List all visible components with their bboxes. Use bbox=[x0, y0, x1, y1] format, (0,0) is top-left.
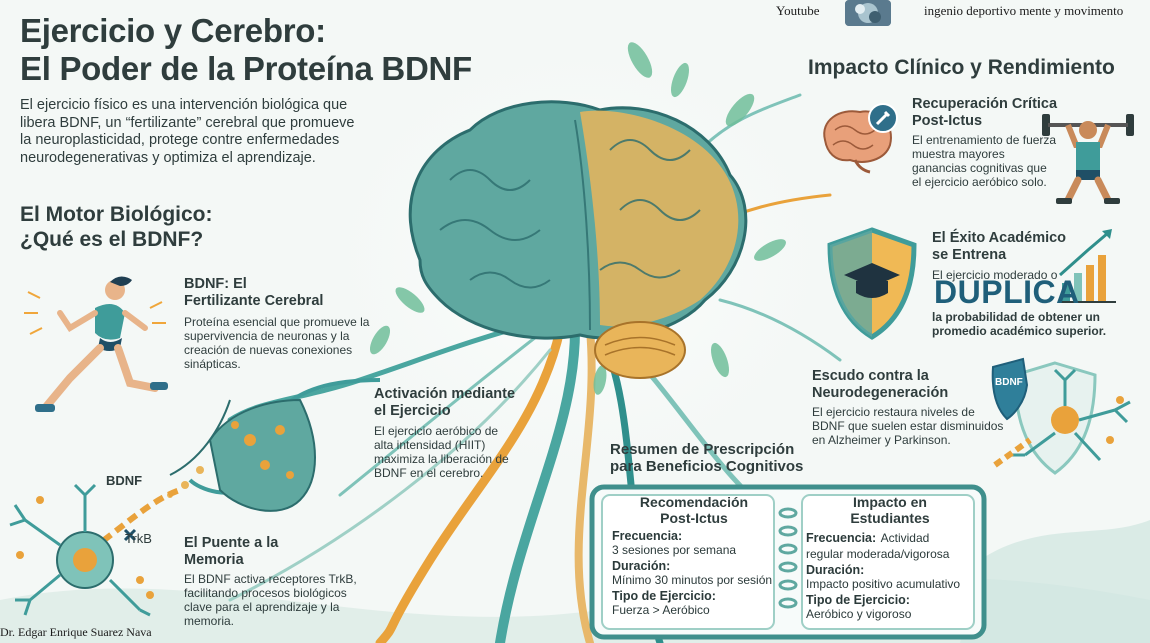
card-activacion: Activación mediante el Ejercicio El ejer… bbox=[374, 386, 544, 480]
clinical-brain-illustration bbox=[823, 103, 898, 174]
right-tipo-key: Tipo de Ejercicio: bbox=[806, 593, 910, 607]
puente-text: facilitando procesos biológicos bbox=[184, 586, 347, 600]
intro-paragraph: El ejercicio físico es una intervención … bbox=[20, 97, 380, 167]
resumen-title-line2: para Beneficios Cognitivos bbox=[610, 458, 804, 475]
right-frecuencia-key: Frecuencia: bbox=[806, 531, 877, 545]
puente-text: clave para el aprendizaje y la bbox=[184, 600, 340, 614]
page-title-line2: El Poder de la Proteína BDNF bbox=[20, 50, 472, 87]
right-frecuencia-value-2: regular moderada/vigorosa bbox=[806, 547, 950, 561]
section-heading-impacto: Impacto Clínico y Rendimiento bbox=[808, 56, 1115, 79]
left-duracion-key: Duración: bbox=[612, 559, 671, 573]
fertilizante-title-line1: BDNF: El bbox=[184, 276, 247, 292]
trkb-label: TrkB bbox=[125, 531, 152, 546]
card-escudo: Escudo contra la Neurodegeneración El ej… bbox=[812, 368, 1012, 447]
section-heading-motor: El Motor Biológico: ¿Qué es el BDNF? bbox=[20, 202, 212, 252]
recuperacion-title-line1: Recuperación Crítica bbox=[912, 96, 1058, 112]
runner-illustration bbox=[24, 276, 168, 412]
puente-title-line1: El Puente a la bbox=[184, 535, 279, 551]
activacion-text: alta intensidad (HIIT) bbox=[374, 438, 486, 452]
activacion-text: El ejercicio aeróbico de bbox=[374, 424, 499, 438]
left-tipo-key: Tipo de Ejercicio: bbox=[612, 589, 716, 603]
activacion-title-line1: Activación mediante bbox=[374, 386, 516, 402]
right-frecuencia-row: Frecuencia: Actividad bbox=[806, 529, 974, 547]
intro-line: neurodegenerativas y optimiza el aprendi… bbox=[20, 149, 316, 166]
left-duracion-value: Mínimo 30 minutos por sesión bbox=[612, 573, 773, 587]
recuperacion-text: El entrenamiento de fuerza bbox=[912, 133, 1057, 147]
escudo-title-line2: Neurodegeneración bbox=[812, 385, 949, 401]
academico-text: promedio académico superior. bbox=[932, 324, 1107, 338]
duplica-highlight: DUPLICA bbox=[934, 274, 1080, 310]
fertilizante-text: sinápticas. bbox=[184, 357, 241, 371]
page-title-line1: Ejercicio y Cerebro: bbox=[20, 12, 326, 49]
right-duracion-key: Duración: bbox=[806, 563, 865, 577]
right-page-title-line1: Impacto en bbox=[853, 494, 927, 510]
recuperacion-title-line2: Post-Ictus bbox=[912, 113, 983, 129]
intro-line: El ejercicio físico es una intervención … bbox=[20, 97, 348, 113]
academico-title-line2: se Entrena bbox=[932, 247, 1007, 263]
fertilizante-text: Proteína esencial que promueve la bbox=[184, 315, 370, 329]
card-puente: El Puente a la Memoria El BDNF activa re… bbox=[184, 535, 384, 628]
resumen-heading: Resumen de Prescripción para Beneficios … bbox=[610, 441, 803, 475]
recuperacion-text: el ejercicio aeróbico solo. bbox=[912, 175, 1047, 189]
right-duracion-value: Impacto positivo acumulativo bbox=[806, 577, 961, 591]
recuperacion-text: muestra mayores bbox=[912, 147, 1005, 161]
escudo-text: BDNF que suelen estar disminuidos bbox=[812, 419, 1004, 433]
activacion-text: maximiza la liberación de bbox=[374, 452, 509, 466]
right-page-title-line2: Estudiantes bbox=[850, 510, 930, 526]
academico-footer: la probabilidad de obtener un promedio a… bbox=[932, 310, 1132, 338]
academico-title-line1: El Éxito Académico bbox=[932, 230, 1067, 246]
motor-heading-line1: El Motor Biológico: bbox=[20, 203, 213, 226]
channel-name[interactable]: ingenio deportivo mente y movimento bbox=[924, 3, 1124, 18]
escudo-title-line1: Escudo contra la bbox=[812, 368, 929, 384]
academico-text: El ejercicio moderado o bbox=[932, 268, 1058, 282]
author-credit: Dr. Edgar Enrique Suarez Nava bbox=[0, 625, 152, 639]
weightlifter-illustration bbox=[1042, 114, 1134, 204]
avatar-image-icon bbox=[845, 0, 891, 26]
card-academico: El Éxito Académico se Entrena El ejercic… bbox=[932, 230, 1132, 282]
escudo-text: en Alzheimer y Parkinson. bbox=[812, 433, 951, 447]
synapse-illustration bbox=[9, 378, 380, 617]
activacion-text: BDNF en el cerebro. bbox=[374, 466, 484, 480]
academico-text: la probabilidad de obtener un bbox=[932, 310, 1101, 324]
resumen-left-page: Recomendación Post-Ictus Frecuencia: 3 s… bbox=[612, 494, 776, 617]
left-tipo-value: Fuerza > Aeróbico bbox=[612, 603, 710, 617]
channel-avatar[interactable] bbox=[845, 0, 891, 26]
right-frecuencia-value: Actividad bbox=[880, 531, 930, 545]
card-recuperacion: Recuperación Crítica Post-Ictus El entre… bbox=[912, 96, 1072, 189]
recuperacion-text: ganancias cognitivas que bbox=[912, 161, 1047, 175]
activacion-title-line2: el Ejercicio bbox=[374, 403, 451, 419]
card-fertilizante: BDNF: El Fertilizante Cerebral Proteína … bbox=[184, 276, 384, 371]
resumen-right-page: Impacto en Estudiantes Frecuencia: Activ… bbox=[806, 494, 974, 621]
left-frecuencia-key: Frecuencia: bbox=[612, 529, 683, 543]
fertilizante-text: supervivencia de neuronas y la bbox=[184, 329, 350, 343]
puente-text: memoria. bbox=[184, 614, 235, 628]
intro-line: libera BDNF, un “fertilizante” cerebral … bbox=[20, 114, 355, 131]
motor-heading-line2: ¿Qué es el BDNF? bbox=[20, 228, 204, 251]
right-tipo-value: Aeróbico y vigoroso bbox=[806, 607, 912, 621]
prescription-book-frame bbox=[589, 484, 987, 640]
fertilizante-text: creación de nuevas conexiones bbox=[184, 343, 353, 357]
graduation-shield-icon bbox=[827, 227, 917, 340]
shield-bdnf-label: BDNF bbox=[995, 377, 1023, 388]
youtube-label[interactable]: Youtube bbox=[776, 3, 820, 18]
bdnf-label: BDNF bbox=[106, 473, 143, 488]
resumen-title-line1: Resumen de Prescripción bbox=[610, 441, 795, 458]
left-page-title-line2: Post-Ictus bbox=[660, 510, 728, 526]
left-page-title-line1: Recomendación bbox=[639, 494, 749, 510]
neuron-shield-illustration bbox=[991, 357, 1131, 475]
growth-chart-icon bbox=[1058, 229, 1116, 303]
puente-title-line2: Memoria bbox=[184, 552, 244, 568]
escudo-text: El ejercicio restaura niveles de bbox=[812, 405, 975, 419]
fertilizante-title-line2: Fertilizante Cerebral bbox=[184, 293, 324, 309]
puente-text: El BDNF activa receptores TrkB, bbox=[184, 572, 357, 586]
left-frecuencia-value: 3 sesiones por semana bbox=[612, 543, 737, 557]
intro-line: la neuroplasticidad, protege contre enfe… bbox=[20, 132, 340, 148]
